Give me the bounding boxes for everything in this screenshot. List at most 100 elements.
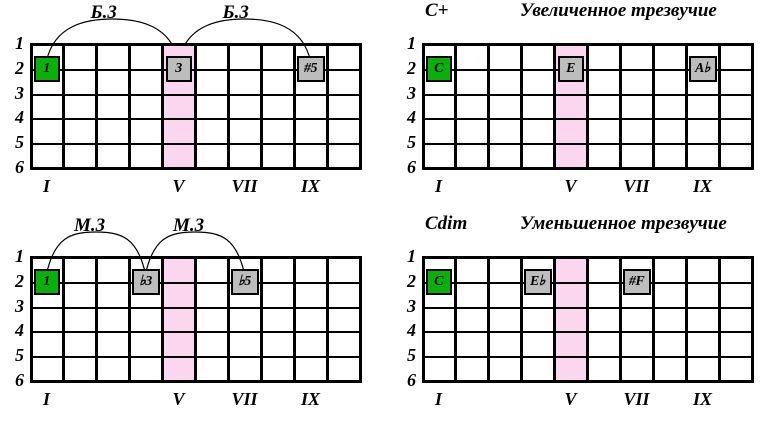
fret-line — [520, 43, 523, 170]
string-number-label: 4 — [407, 107, 416, 128]
interval-label: М.3 — [173, 215, 205, 236]
fret-line — [161, 256, 164, 383]
string-number-label: 1 — [407, 33, 416, 53]
fret-line — [619, 43, 622, 170]
string-number-label: 1 — [15, 33, 24, 53]
string-number-label: 5 — [15, 345, 24, 366]
fret-line — [95, 256, 98, 383]
fret-line — [454, 43, 457, 170]
fret-line — [751, 256, 754, 383]
string-number-label: 4 — [15, 107, 24, 128]
fret-line — [751, 43, 754, 170]
fret-roman-label: I — [434, 176, 442, 196]
fret-line — [586, 43, 589, 170]
string-number-label: 5 — [407, 345, 416, 366]
fret-line — [62, 256, 65, 383]
string-number-label: 5 — [407, 132, 416, 153]
string-number-label: 1 — [15, 246, 24, 266]
note-marker[interactable]: C — [425, 55, 452, 82]
string-number-label: 4 — [407, 320, 416, 341]
fret-line — [685, 43, 688, 170]
fretboard-grid — [30, 256, 362, 383]
note-marker[interactable]: A♭ — [688, 55, 717, 82]
fret-roman-label: V — [564, 176, 577, 196]
string-number-label: 3 — [407, 295, 416, 316]
fret-roman-label: VII — [231, 389, 258, 409]
fret-line — [128, 43, 131, 170]
nut-line — [422, 43, 425, 170]
fret-line — [62, 43, 65, 170]
fret-line — [293, 43, 296, 170]
fret-line — [227, 256, 230, 383]
fret-roman-label: VII — [623, 389, 650, 409]
fret-line — [553, 43, 556, 170]
fret-line — [685, 256, 688, 383]
string-number-label: 6 — [15, 157, 24, 177]
fret-line — [95, 43, 98, 170]
note-marker[interactable]: C — [425, 268, 452, 295]
fret-roman-label: IX — [300, 176, 320, 196]
nut-line — [30, 43, 33, 170]
string-number-label: 3 — [15, 295, 24, 316]
fret-roman-label: V — [564, 389, 577, 409]
interval-label: Б.3 — [222, 2, 249, 23]
fret-line — [194, 43, 197, 170]
fret-roman-label: V — [172, 176, 185, 196]
fret-line — [553, 256, 556, 383]
fret-line — [227, 43, 230, 170]
string-number-label: 6 — [15, 370, 24, 390]
note-marker[interactable]: ♭5 — [230, 268, 259, 295]
note-marker[interactable]: E♭ — [523, 268, 552, 295]
chord-name: C+ — [425, 0, 449, 21]
note-marker[interactable]: 3 — [165, 55, 192, 82]
chord-description: Увеличенное трезвучие — [520, 0, 717, 21]
string-number-label: 3 — [407, 82, 416, 103]
fret-line — [487, 43, 490, 170]
nut-line — [422, 256, 425, 383]
note-marker[interactable]: #5 — [296, 55, 325, 82]
string-number-label: 3 — [15, 82, 24, 103]
fret-line — [718, 256, 721, 383]
fret-line — [293, 256, 296, 383]
fret-roman-label: I — [42, 176, 50, 196]
interval-label: М.3 — [74, 215, 106, 236]
fret-line — [487, 256, 490, 383]
fret-roman-label: V — [172, 389, 185, 409]
fret-line — [652, 256, 655, 383]
fret-roman-label: VII — [623, 176, 650, 196]
note-marker[interactable]: 1 — [33, 268, 60, 295]
fret-line — [260, 43, 263, 170]
highlighted-fret-column — [162, 256, 195, 383]
note-marker[interactable]: #F — [622, 268, 651, 295]
fret-roman-label: I — [434, 389, 442, 409]
string-number-label: 2 — [15, 270, 24, 291]
string-number-label: 4 — [15, 320, 24, 341]
fret-line — [586, 256, 589, 383]
string-number-label: 6 — [407, 370, 416, 390]
fret-line — [128, 256, 131, 383]
string-number-label: 6 — [407, 157, 416, 177]
string-number-label: 2 — [407, 57, 416, 78]
fret-roman-label: IX — [300, 389, 320, 409]
fret-line — [359, 43, 362, 170]
fret-roman-label: IX — [692, 389, 712, 409]
fret-line — [194, 256, 197, 383]
fret-roman-label: IX — [692, 176, 712, 196]
fret-roman-label: VII — [231, 176, 258, 196]
fret-line — [260, 256, 263, 383]
highlighted-fret-column — [554, 256, 587, 383]
fretboard-grid — [422, 256, 754, 383]
note-marker[interactable]: ♭3 — [131, 268, 160, 295]
note-marker[interactable]: E — [557, 55, 584, 82]
note-marker[interactable]: 1 — [33, 55, 60, 82]
fret-roman-label: I — [42, 389, 50, 409]
fret-line — [718, 43, 721, 170]
fret-line — [454, 256, 457, 383]
nut-line — [30, 256, 33, 383]
string-number-label: 2 — [407, 270, 416, 291]
